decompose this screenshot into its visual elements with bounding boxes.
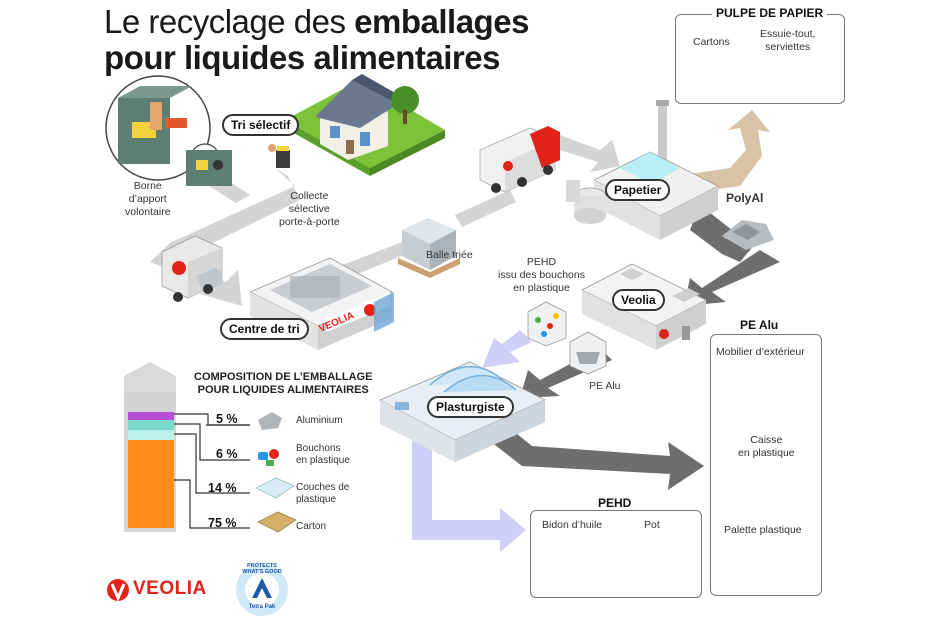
composition-pct-carton: 75 %	[208, 516, 237, 530]
pe-alu-item-caisse: Caisse en plastique	[738, 434, 795, 459]
flow-arrows-lavender	[412, 330, 532, 552]
arrow-to-veolia	[684, 250, 780, 306]
title-bold-1: emballages	[354, 3, 529, 40]
tetra-pak-name: Tetra Pak	[248, 604, 276, 610]
tag-plasturgiste: Plasturgiste	[427, 396, 514, 418]
panel-pe-alu	[710, 334, 822, 596]
arrow-bale-to-truck	[455, 190, 516, 227]
layer-bouchons	[128, 420, 174, 430]
label-borne: Borne d’apport volontaire	[125, 180, 171, 218]
arrow-plasturgiste-to-pehd-products	[412, 440, 526, 552]
title-bold-2: pour liquides alimentaires	[104, 39, 500, 76]
tag-papetier: Papetier	[605, 179, 671, 201]
composition-name-couches: Couches de plastique	[296, 482, 350, 505]
arrow-to-pulpe	[690, 110, 770, 192]
collection-truck	[161, 235, 223, 302]
layer-aluminium	[128, 412, 174, 420]
borne-illustration	[105, 75, 232, 186]
arrow-polyal-down	[690, 205, 755, 262]
composition-pct-couches: 14 %	[208, 481, 237, 495]
tetra-pak-logo	[236, 564, 288, 616]
pe-alu-item-palette: Palette plastique	[724, 524, 802, 536]
label-balle-triee: Balle triée	[426, 249, 473, 261]
arrow-plasturgiste-to-pealu-products	[486, 420, 704, 490]
pehd-item-bidon: Bidon d’huile	[542, 519, 603, 531]
panel-pehd	[530, 510, 702, 598]
label-pehd-bouchons: PEHD issu des bouchons en plastique	[498, 256, 585, 294]
panel-pehd-title: PEHD	[594, 496, 636, 510]
tag-tri-selectif: Tri sélectif	[222, 114, 300, 136]
polyal-pile	[722, 220, 774, 250]
pulpe-item-cartons: Cartons	[693, 36, 730, 48]
label-pe-alu-flow: PE Alu	[589, 380, 621, 392]
composition-name-aluminium: Aluminium	[296, 415, 343, 426]
pe-alu-bag	[569, 331, 607, 375]
pehd-item-pot: Pot	[644, 519, 660, 531]
composition-title: COMPOSITION DE L’EMBALLAGE POUR LIQUIDES…	[194, 371, 373, 396]
label-polyal: PolyAl	[726, 191, 764, 205]
tetra-ring-text: PROTECTS WHAT'S GOOD	[242, 563, 282, 575]
veolia-truck	[479, 126, 560, 193]
title-normal: Le recyclage des	[104, 3, 355, 40]
tag-centre-de-tri: Centre de tri	[220, 318, 309, 340]
layer-couches	[128, 430, 174, 440]
composition-name-carton: Carton	[296, 521, 327, 532]
label-collecte: Collecte sélective porte-à-porte	[279, 190, 340, 228]
composition-pct-aluminium: 5 %	[216, 412, 238, 426]
pe-alu-item-mobilier: Mobilier d’extérieur	[716, 346, 805, 358]
carton-diagram	[124, 362, 297, 533]
papetier-plant	[566, 100, 719, 240]
tag-veolia: Veolia	[612, 289, 665, 311]
panel-pe-alu-title: PE Alu	[736, 318, 783, 332]
panel-pulpe-title: PULPE DE PAPIER	[712, 6, 828, 20]
pulpe-item-essuie-tout: Essuie-tout, serviettes	[760, 28, 816, 53]
page-title: Le recyclage des emballages pour liquide…	[104, 4, 574, 76]
veolia-logo-mark	[107, 579, 129, 602]
pehd-bag	[527, 301, 567, 347]
layer-carton	[128, 440, 174, 528]
veolia-logo-text: VEOLIA	[133, 578, 207, 599]
composition-name-bouchons: Bouchons en plastique	[296, 443, 350, 466]
house-illustration	[268, 74, 445, 176]
arrow-pehd-to-plasturgiste	[482, 330, 532, 368]
composition-pct-bouchons: 6 %	[216, 447, 238, 461]
bale-illustration	[398, 218, 460, 278]
